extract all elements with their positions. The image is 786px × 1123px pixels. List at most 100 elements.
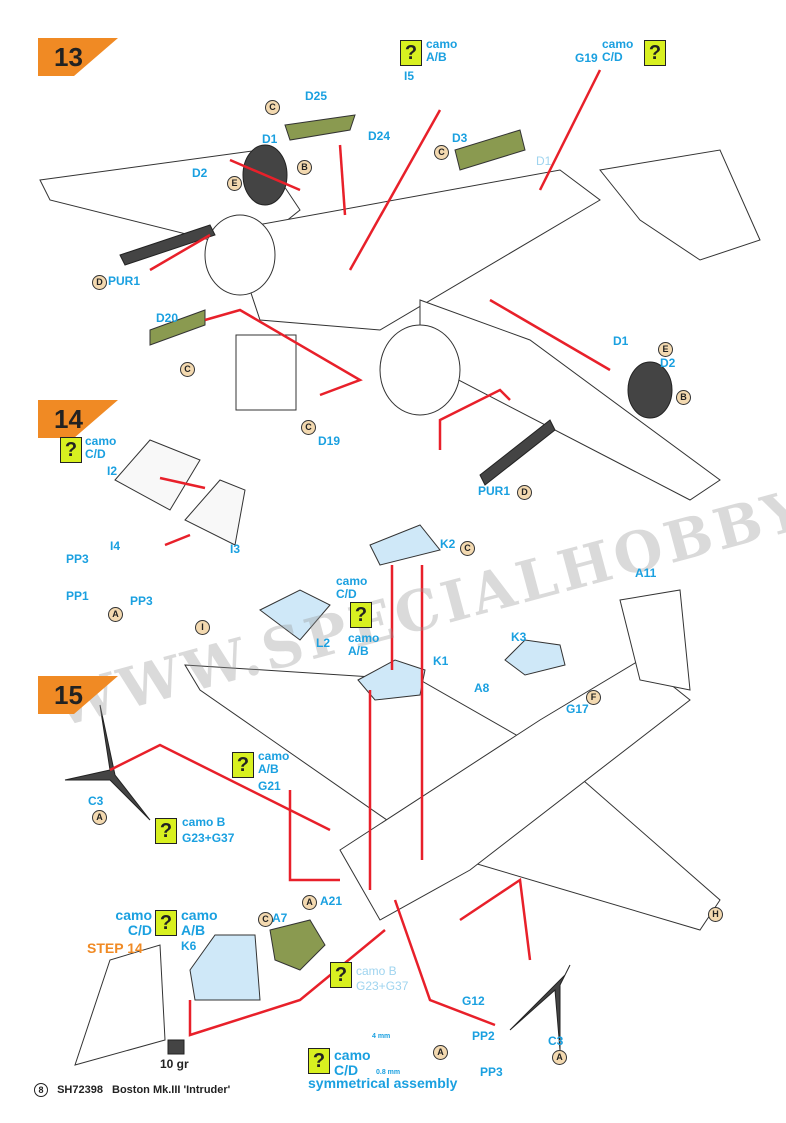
tail-13 (599, 149, 761, 261)
paint-code-icon: B (297, 160, 312, 175)
part-label: I4 (110, 539, 121, 553)
canopy-l2 (259, 589, 331, 641)
part-label: D2 (660, 356, 676, 370)
engine-nacelle (379, 324, 461, 416)
wheel-d2 (627, 361, 673, 419)
part-label: D19 (318, 434, 341, 448)
canopy-i3 (184, 479, 246, 546)
camo-label: camo B (182, 815, 226, 829)
part-label: A21 (320, 894, 343, 908)
camo-question-box: ? (155, 818, 177, 844)
part-label: G21 (258, 779, 281, 793)
weight-icon (167, 1039, 185, 1055)
camo-label: camo C/D (85, 434, 117, 461)
assembly-arrow (538, 69, 602, 191)
part-label: D2 (192, 166, 208, 180)
paint-code-icon: A (108, 607, 123, 622)
assembly-arrow (229, 158, 301, 192)
part-label: I5 (404, 69, 415, 83)
paint-code-icon: A (552, 1050, 567, 1065)
part-label: K6 (181, 939, 197, 953)
paint-code-icon: C (434, 145, 449, 160)
camo-question-box: ? (330, 962, 352, 988)
assembly-arrow (288, 790, 340, 882)
dimension-note: 4 mm (372, 1033, 391, 1040)
paint-code-icon: A (92, 810, 107, 825)
part-label: PP3 (480, 1065, 503, 1079)
part-label: I3 (230, 542, 241, 556)
fuselage-15 (339, 659, 691, 921)
camo-label: camo B (356, 964, 397, 978)
panel-d3 (454, 129, 526, 171)
camo-question-box: ? (400, 40, 422, 66)
kit-title: Boston Mk.III 'Intruder' (112, 1084, 231, 1096)
camo-question-box: ? (308, 1048, 330, 1074)
part-label: K3 (511, 630, 527, 644)
nose-section (235, 334, 297, 411)
assembly-arrow (489, 298, 611, 372)
camo-label: camo C/D (602, 37, 634, 64)
camo-label: camo C/D (336, 574, 368, 601)
part-label: G19 (575, 51, 598, 65)
dimension-note: 0.8 mm (376, 1069, 401, 1076)
tail-15 (619, 589, 691, 691)
camo-label: camo A/B (426, 37, 458, 64)
assembly-arrow (149, 233, 211, 272)
paint-code-icon: E (227, 176, 242, 191)
paint-code-icon: A (302, 895, 317, 910)
part-label: PP3 (130, 594, 153, 608)
camo-label: camo A/B (181, 907, 218, 938)
paint-code-icon: C (301, 420, 316, 435)
part-label: A7 (272, 911, 288, 925)
camo-label: camo C/D (115, 907, 152, 938)
paint-code-icon: I (195, 620, 210, 635)
gun-pack-pur1 (479, 419, 556, 486)
part-label: D20 (156, 311, 179, 325)
paint-code-icon: C (460, 541, 475, 556)
part-label: G12 (462, 994, 485, 1008)
part-label: G23+G37 (356, 979, 409, 993)
part-label: L2 (316, 636, 331, 650)
seat-a7 (269, 919, 326, 971)
part-label: C3 (88, 794, 104, 808)
paint-code-icon: C (180, 362, 195, 377)
part-label: C3 (548, 1034, 564, 1048)
part-label: D1 (613, 334, 629, 348)
camo-question-box: ? (60, 437, 82, 463)
canopy-i2 (114, 439, 201, 511)
part-label: A8 (474, 681, 490, 695)
canopy-k2 (369, 524, 441, 566)
assembly-arrow (393, 899, 496, 1027)
paint-code-icon: C (258, 912, 273, 927)
panel-d20 (149, 309, 206, 346)
part-label: PUR1 (108, 274, 141, 288)
kit-code: SH72398 (57, 1084, 103, 1096)
camo-question-box: ? (350, 602, 372, 628)
camo-label: camo A/B (258, 749, 290, 776)
part-label: D25 (305, 89, 328, 103)
panel-d25 (284, 114, 356, 141)
assembly-arrow (164, 533, 191, 547)
wing-right-13 (419, 299, 721, 501)
part-label: PUR1 (478, 484, 511, 498)
part-label: K1 (433, 654, 449, 668)
assembly-arrow (109, 743, 331, 832)
paint-code-icon: D (92, 275, 107, 290)
fuselage-13 (229, 169, 601, 331)
paint-code-icon: H (708, 907, 723, 922)
part-label: D3 (452, 131, 468, 145)
assembly-arrow (459, 877, 532, 961)
assembly-arrow (338, 144, 347, 216)
part-label: A11 (635, 566, 657, 580)
assembly-arrow (159, 476, 206, 490)
assembly-arrow (204, 308, 363, 397)
footer: 8 SH72398 Boston Mk.III 'Intruder' (34, 1083, 230, 1097)
weight-note: 10 gr (160, 1057, 189, 1071)
part-label: D24 (368, 129, 391, 143)
part-label: K2 (440, 537, 456, 551)
part-label: PP2 (472, 1029, 495, 1043)
paint-code-icon: F (586, 690, 601, 705)
part-label: G17 (566, 702, 589, 716)
